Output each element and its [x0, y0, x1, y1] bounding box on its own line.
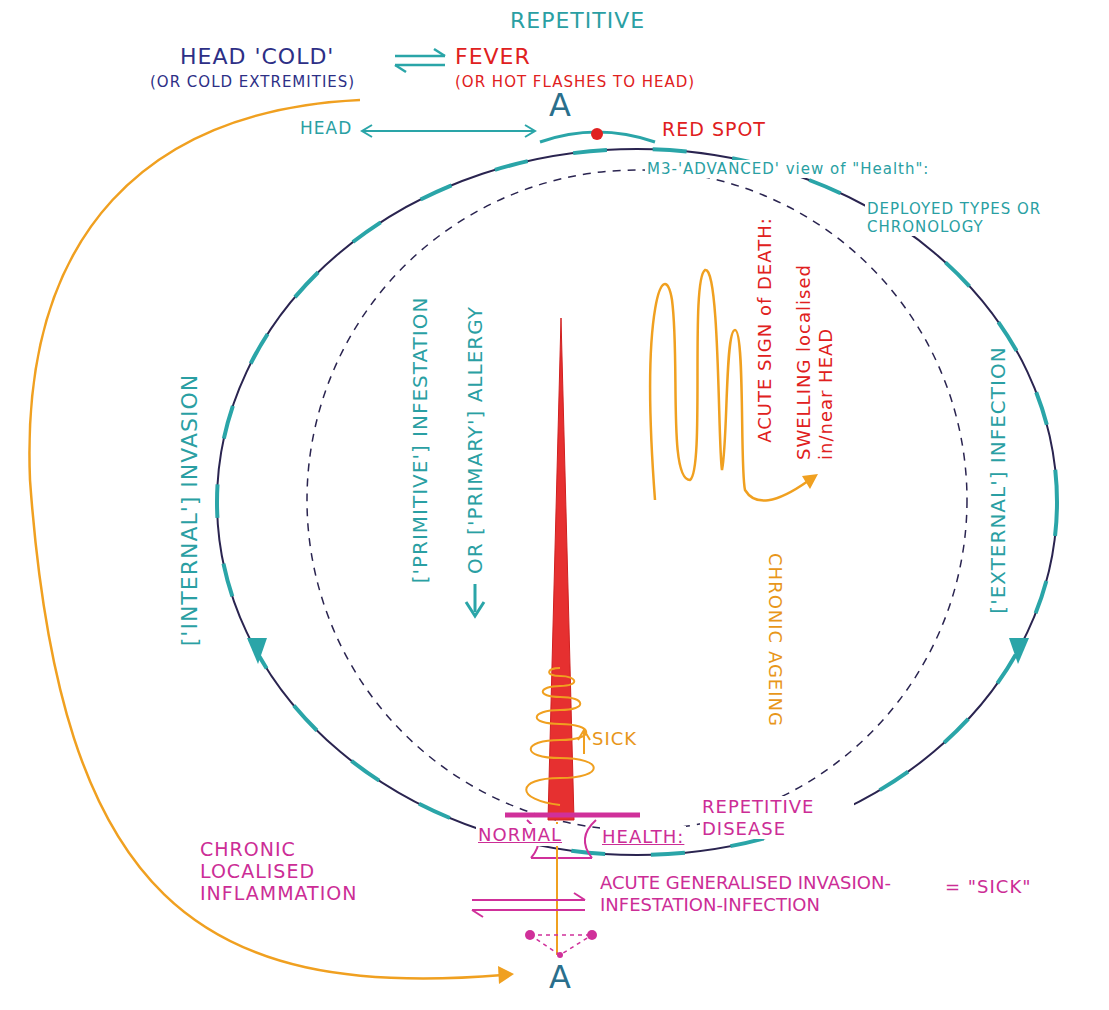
- ageing-arrowhead: [802, 474, 818, 489]
- label: = "SICK": [945, 876, 1031, 898]
- sick-arrow: [583, 732, 585, 754]
- label: OR ['PRIMARY'] ALLERGY: [463, 306, 487, 574]
- teal-arrow: [466, 602, 484, 616]
- cycle-dashes: [217, 149, 1057, 855]
- equilibrium-arrow: [395, 65, 406, 72]
- return-arrowhead: [498, 966, 514, 984]
- ageing-zigzag: [650, 270, 808, 501]
- pink-dot: [557, 952, 563, 958]
- label: ['EXTERNAL'] INFECTION: [986, 346, 1010, 613]
- equilibrium-arrow: [472, 910, 483, 917]
- label: A: [549, 86, 572, 124]
- sick-spiral: [526, 668, 594, 805]
- label: HEALTH:: [600, 826, 686, 848]
- label: (OR COLD EXTREMITIES): [150, 73, 355, 91]
- label: SWELLING localised in/near HEAD: [793, 260, 836, 460]
- head-arrow: [362, 130, 535, 132]
- label: M3-'ADVANCED' view of "Health":: [645, 160, 931, 178]
- label: CHRONIC LOCALISED INFLAMMATION: [200, 838, 385, 904]
- label: A: [549, 958, 572, 996]
- label: FEVER: [455, 44, 531, 70]
- teal-arrow: [474, 584, 477, 612]
- equilibrium-arrow: [574, 893, 585, 900]
- label: ['INTERNAL'] INVASION: [177, 374, 203, 646]
- label: HEAD 'COLD': [180, 44, 334, 70]
- outer-circle: [217, 149, 1057, 855]
- equilibrium-arrow: [472, 899, 585, 901]
- label: ACUTE SIGN of DEATH:: [754, 217, 776, 443]
- red-spike: [548, 318, 574, 820]
- red-spot: [591, 128, 603, 140]
- label: DEPLOYED TYPES OR CHRONOLOGY: [865, 200, 1059, 236]
- inner-dashed-circle: [307, 170, 967, 830]
- label: NORMAL: [476, 824, 564, 846]
- label: ACUTE GENERALISED INVASION-INFESTATION-I…: [600, 872, 900, 916]
- equilibrium-arrow: [472, 909, 585, 911]
- equilibrium-arrow: [395, 55, 445, 58]
- label: RED SPOT: [662, 118, 766, 141]
- label: REPETITIVE DISEASE: [700, 796, 854, 839]
- label: REPETITIVE: [510, 8, 645, 34]
- label: HEAD: [300, 118, 352, 138]
- pink-dashes: [530, 935, 592, 955]
- equilibrium-arrow: [395, 64, 445, 67]
- label: ['PRIMITIVE'] INFESTATION: [408, 297, 432, 584]
- return-curve: [29, 100, 503, 979]
- cycle-arrowhead: [1009, 638, 1029, 664]
- head-arrow: [362, 125, 372, 137]
- cycle-arrowhead: [247, 638, 267, 664]
- health-bar: [505, 813, 640, 818]
- equilibrium-arrow: [434, 49, 445, 56]
- label: CHRONIC AGEING: [764, 553, 786, 727]
- sick-arrow: [578, 730, 590, 740]
- label: SICK: [592, 728, 637, 750]
- label: (OR HOT FLASHES TO HEAD): [455, 73, 695, 91]
- head-arrow: [525, 125, 535, 137]
